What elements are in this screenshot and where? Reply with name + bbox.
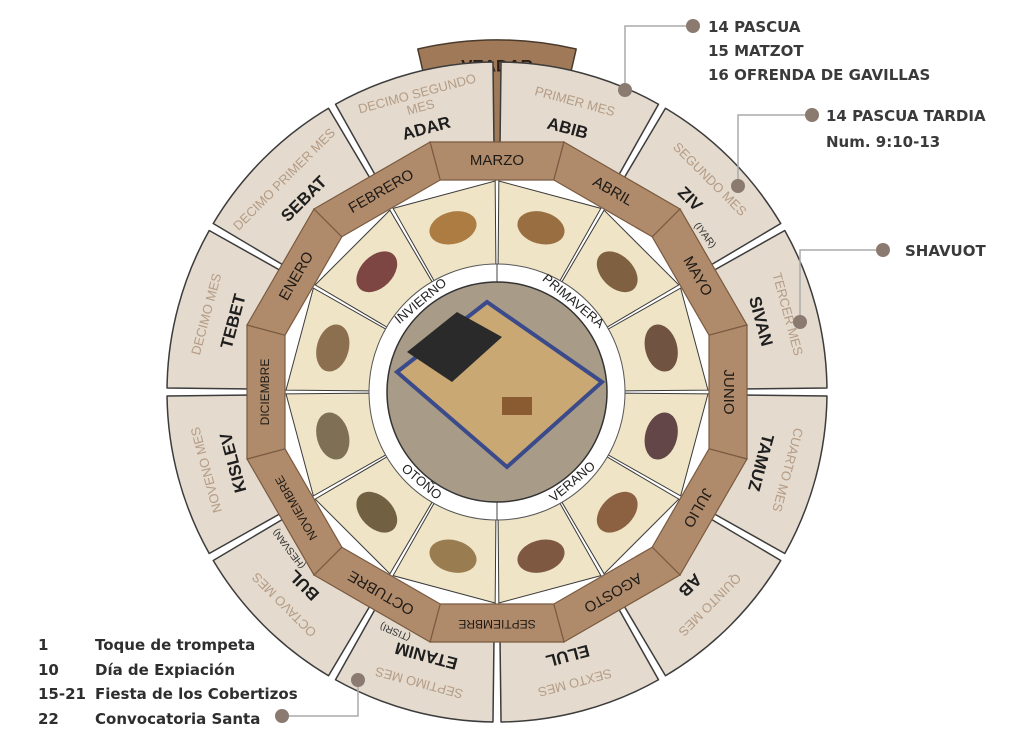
hebrew-month-ordinal: MES [405, 96, 436, 118]
callout-line [737, 114, 812, 186]
altar [502, 397, 532, 415]
callout-line [799, 249, 883, 322]
legend-event: Convocatoria Santa [95, 709, 261, 728]
produce-illustration [517, 211, 565, 245]
legend-row: 10 Día de Expiación [38, 661, 298, 686]
produce-illustration [644, 324, 678, 372]
produce-illustration [356, 491, 398, 533]
legend-event: Toque de trompeta [95, 636, 256, 654]
note-line: SHAVUOT [905, 242, 986, 260]
gregorian-month-segment [313, 141, 441, 238]
tab-shape [621, 516, 782, 677]
note-line: 16 OFRENDA DE GAVILLAS [708, 66, 931, 84]
produce-illustration [596, 251, 638, 293]
callout-dot [876, 243, 890, 257]
legend-row: 15-21 Fiesta de los Cobertizos [38, 685, 298, 710]
legend-day: 10 [38, 660, 59, 679]
note-abib: 14 PASCUA 15 MATZOT 16 OFRENDA DE GAVILL… [708, 15, 930, 87]
callout-dot [793, 315, 807, 329]
legend-event: Día de Expiación [95, 660, 236, 679]
etanim-feast-legend: 1 Toque de trompeta 10 Día de Expiación 15… [38, 636, 298, 734]
legend-event: Fiesta de los Cobertizos [95, 685, 298, 703]
legend-day: 15-21 [38, 685, 86, 703]
gregorian-month-label: SEPTIEMBRE [458, 617, 535, 631]
callout-dot [686, 19, 700, 33]
note-ziv: 14 PASCUA TARDIA Num. 9:10-13 [826, 103, 986, 155]
note-line: 15 MATZOT [708, 42, 804, 60]
hebrew-month-tab [212, 107, 373, 268]
tab-shape [212, 107, 373, 268]
produce-illustration [644, 412, 678, 460]
produce-illustration [596, 491, 638, 533]
produce-illustration [517, 539, 565, 573]
hebrew-month-tab [621, 107, 782, 268]
produce-illustration [429, 539, 477, 573]
produce-illustration [316, 412, 350, 460]
note-line: 14 PASCUA TARDIA [826, 107, 986, 125]
gregorian-month-label: MARZO [470, 152, 524, 169]
callout-dot [351, 673, 365, 687]
produce-illustration [429, 211, 477, 245]
note-sivan: SHAVUOT [905, 239, 986, 263]
callout-dot [275, 709, 289, 723]
tabernacle-tent [407, 312, 502, 382]
legend-day: 22 [38, 709, 59, 728]
callout-dot [618, 83, 632, 97]
produce-illustration [356, 251, 398, 293]
callout-dot [731, 179, 745, 193]
legend-row: 22 Convocatoria Santa [38, 710, 298, 735]
produce-illustration [316, 324, 350, 372]
legend-day: 1 [38, 636, 49, 654]
legend-row: 1 Toque de trompeta [38, 636, 298, 661]
hebrew-month-tab [621, 516, 782, 677]
note-line: Num. 9:10-13 [826, 133, 941, 151]
gregorian-month-label: DICIEMBRE [258, 359, 272, 426]
callout-dot [805, 108, 819, 122]
tab-shape [621, 107, 782, 268]
note-line: 14 PASCUA [708, 18, 801, 36]
callout-line [624, 25, 693, 90]
gregorian-month-label: JUNIO [720, 370, 737, 415]
callout-line [282, 680, 359, 717]
